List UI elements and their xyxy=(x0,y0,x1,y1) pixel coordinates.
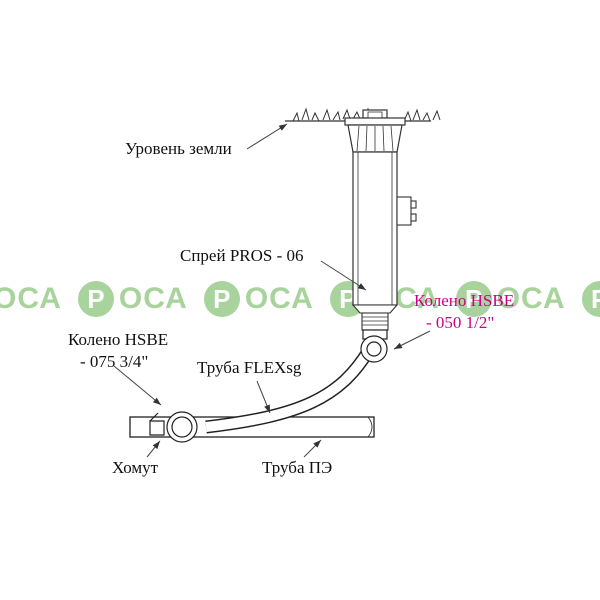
leader-arrows xyxy=(113,123,431,458)
rosa-watermark: Р ОСА xyxy=(455,281,566,317)
rosa-logo-text: ОСА xyxy=(118,282,188,315)
rosa-logo-letter: Р xyxy=(87,284,105,314)
pe-pipe-end xyxy=(367,416,373,438)
arrow-flex-pipe xyxy=(256,380,271,414)
rosa-logo-circle-icon: Р xyxy=(203,281,240,317)
sprinkler-body-walls xyxy=(357,152,393,305)
rosa-logo-text: ОСА xyxy=(0,282,62,315)
elbow-right-drawing xyxy=(360,329,388,363)
threaded-inlet xyxy=(351,304,399,331)
label-elbow-right-line1: Колено HSBE xyxy=(414,291,515,310)
grass-tufts xyxy=(292,107,441,122)
label-ground-level: Уровень земли xyxy=(125,139,232,158)
rosa-logo-letter: Р xyxy=(465,284,483,314)
rosa-logo-letter: Р xyxy=(590,284,600,314)
rosa-logo-circle-icon: Р xyxy=(455,281,492,317)
rosa-logo-letter: Р xyxy=(213,284,231,314)
arrow-elbow-left xyxy=(113,365,162,406)
watermark-row: Р ОСА Р ОСА Р ОСА Р ОСА Р ОСА Р ОСА xyxy=(0,281,600,317)
label-pe-pipe: Труба ПЭ xyxy=(262,458,333,477)
clamp-drawing xyxy=(149,411,198,443)
side-outlet xyxy=(396,196,417,226)
rosa-logo-circle-icon: Р xyxy=(77,281,114,317)
label-elbow-right-line2: - 050 1/2" xyxy=(426,313,495,332)
sprinkler-cap-ribs xyxy=(356,125,394,152)
rosa-logo-text: ОСА xyxy=(244,282,314,315)
label-clamp: Хомут xyxy=(112,458,159,477)
arrow-ground-level xyxy=(246,123,288,150)
rosa-logo-text: ОСА xyxy=(496,282,566,315)
rosa-watermark: Р ОСА xyxy=(0,281,62,317)
rosa-logo-circle-icon: Р xyxy=(581,281,600,317)
sprinkler-body xyxy=(352,151,398,306)
label-elbow-left-line1: Колено HSBE xyxy=(68,330,169,349)
rosa-watermark: Р ОСА xyxy=(203,281,314,317)
flex-pipe-drawing xyxy=(205,346,375,434)
rosa-watermark: Р ОСА xyxy=(77,281,188,317)
label-elbow-left-line2: - 075 3/4" xyxy=(80,352,149,371)
arrow-elbow-right xyxy=(393,330,431,350)
arrow-spray xyxy=(320,260,367,291)
thread-lines xyxy=(362,316,388,326)
arrow-pe-pipe xyxy=(303,439,322,458)
arrow-clamp xyxy=(146,440,161,458)
label-flex-pipe: Труба FLEXsg xyxy=(197,358,302,377)
rosa-watermark: Р ОСА xyxy=(581,281,600,317)
label-spray-pros-06: Спрей PROS - 06 xyxy=(180,246,304,265)
rosa-logo-letter: Р xyxy=(339,284,357,314)
